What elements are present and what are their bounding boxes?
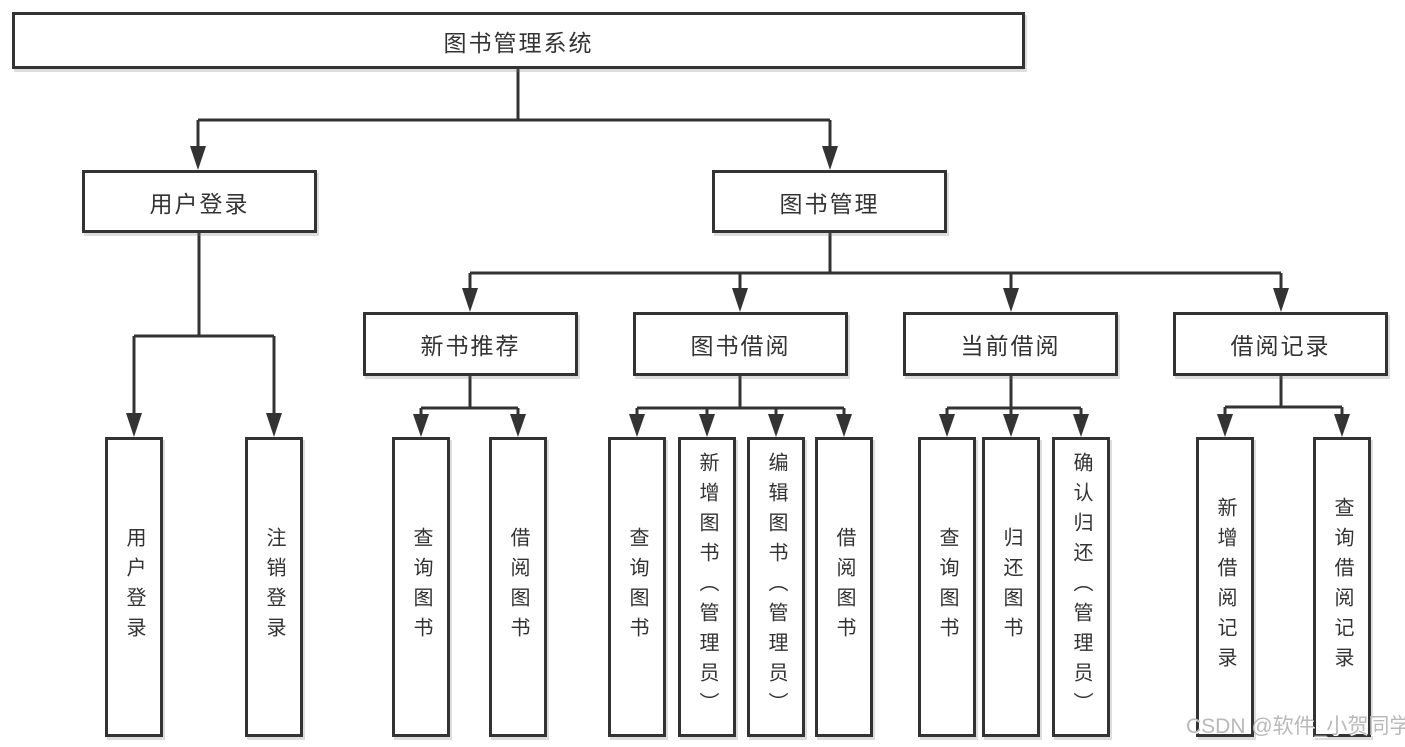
connector-root-to-level2	[190, 68, 838, 170]
node-user-login: 用户登录	[82, 170, 317, 233]
node-records-add-borrow-record: 新增借阅记录	[1196, 437, 1254, 737]
connector-book-borrow-to-children	[629, 376, 852, 437]
node-logout-action: 注销登录	[245, 437, 303, 737]
node-book-management: 图书管理	[712, 170, 947, 233]
node-borrowing-query-books: 查询图书	[608, 437, 666, 737]
node-records-query-borrow-record: 查询借阅记录	[1313, 437, 1371, 737]
node-newbooks-query-books: 查询图书	[392, 437, 450, 737]
node-user-login-action: 用户登录	[105, 437, 163, 737]
node-library-management-system: 图书管理系统	[12, 12, 1025, 69]
node-current-borrowing: 当前借阅	[903, 312, 1118, 376]
node-current-query-books: 查询图书	[918, 437, 976, 737]
connector-new-books-to-children	[413, 376, 526, 437]
node-borrowing-borrow-books: 借阅图书	[815, 437, 873, 737]
node-current-return-books: 归还图书	[982, 437, 1040, 737]
connector-borrow-records-to-children	[1217, 376, 1350, 437]
node-book-borrowing: 图书借阅	[633, 312, 848, 376]
node-borrowing-add-books-admin: 新增图书（管理员）	[678, 437, 736, 737]
connector-book-mgmt-to-level3	[462, 233, 1289, 312]
connector-user-login-to-children	[126, 233, 282, 437]
node-new-book-recommend: 新书推荐	[363, 312, 578, 376]
csdn-watermark: CSDN @软件_小贺同学	[1186, 715, 1405, 738]
node-borrowing-edit-books-admin: 编辑图书（管理员）	[747, 437, 805, 737]
node-current-confirm-return-admin: 确认归还（管理员）	[1052, 437, 1110, 737]
node-newbooks-borrow-books: 借阅图书	[489, 437, 547, 737]
connector-current-borrow-to-children	[939, 376, 1089, 437]
node-borrow-records: 借阅记录	[1173, 312, 1388, 376]
